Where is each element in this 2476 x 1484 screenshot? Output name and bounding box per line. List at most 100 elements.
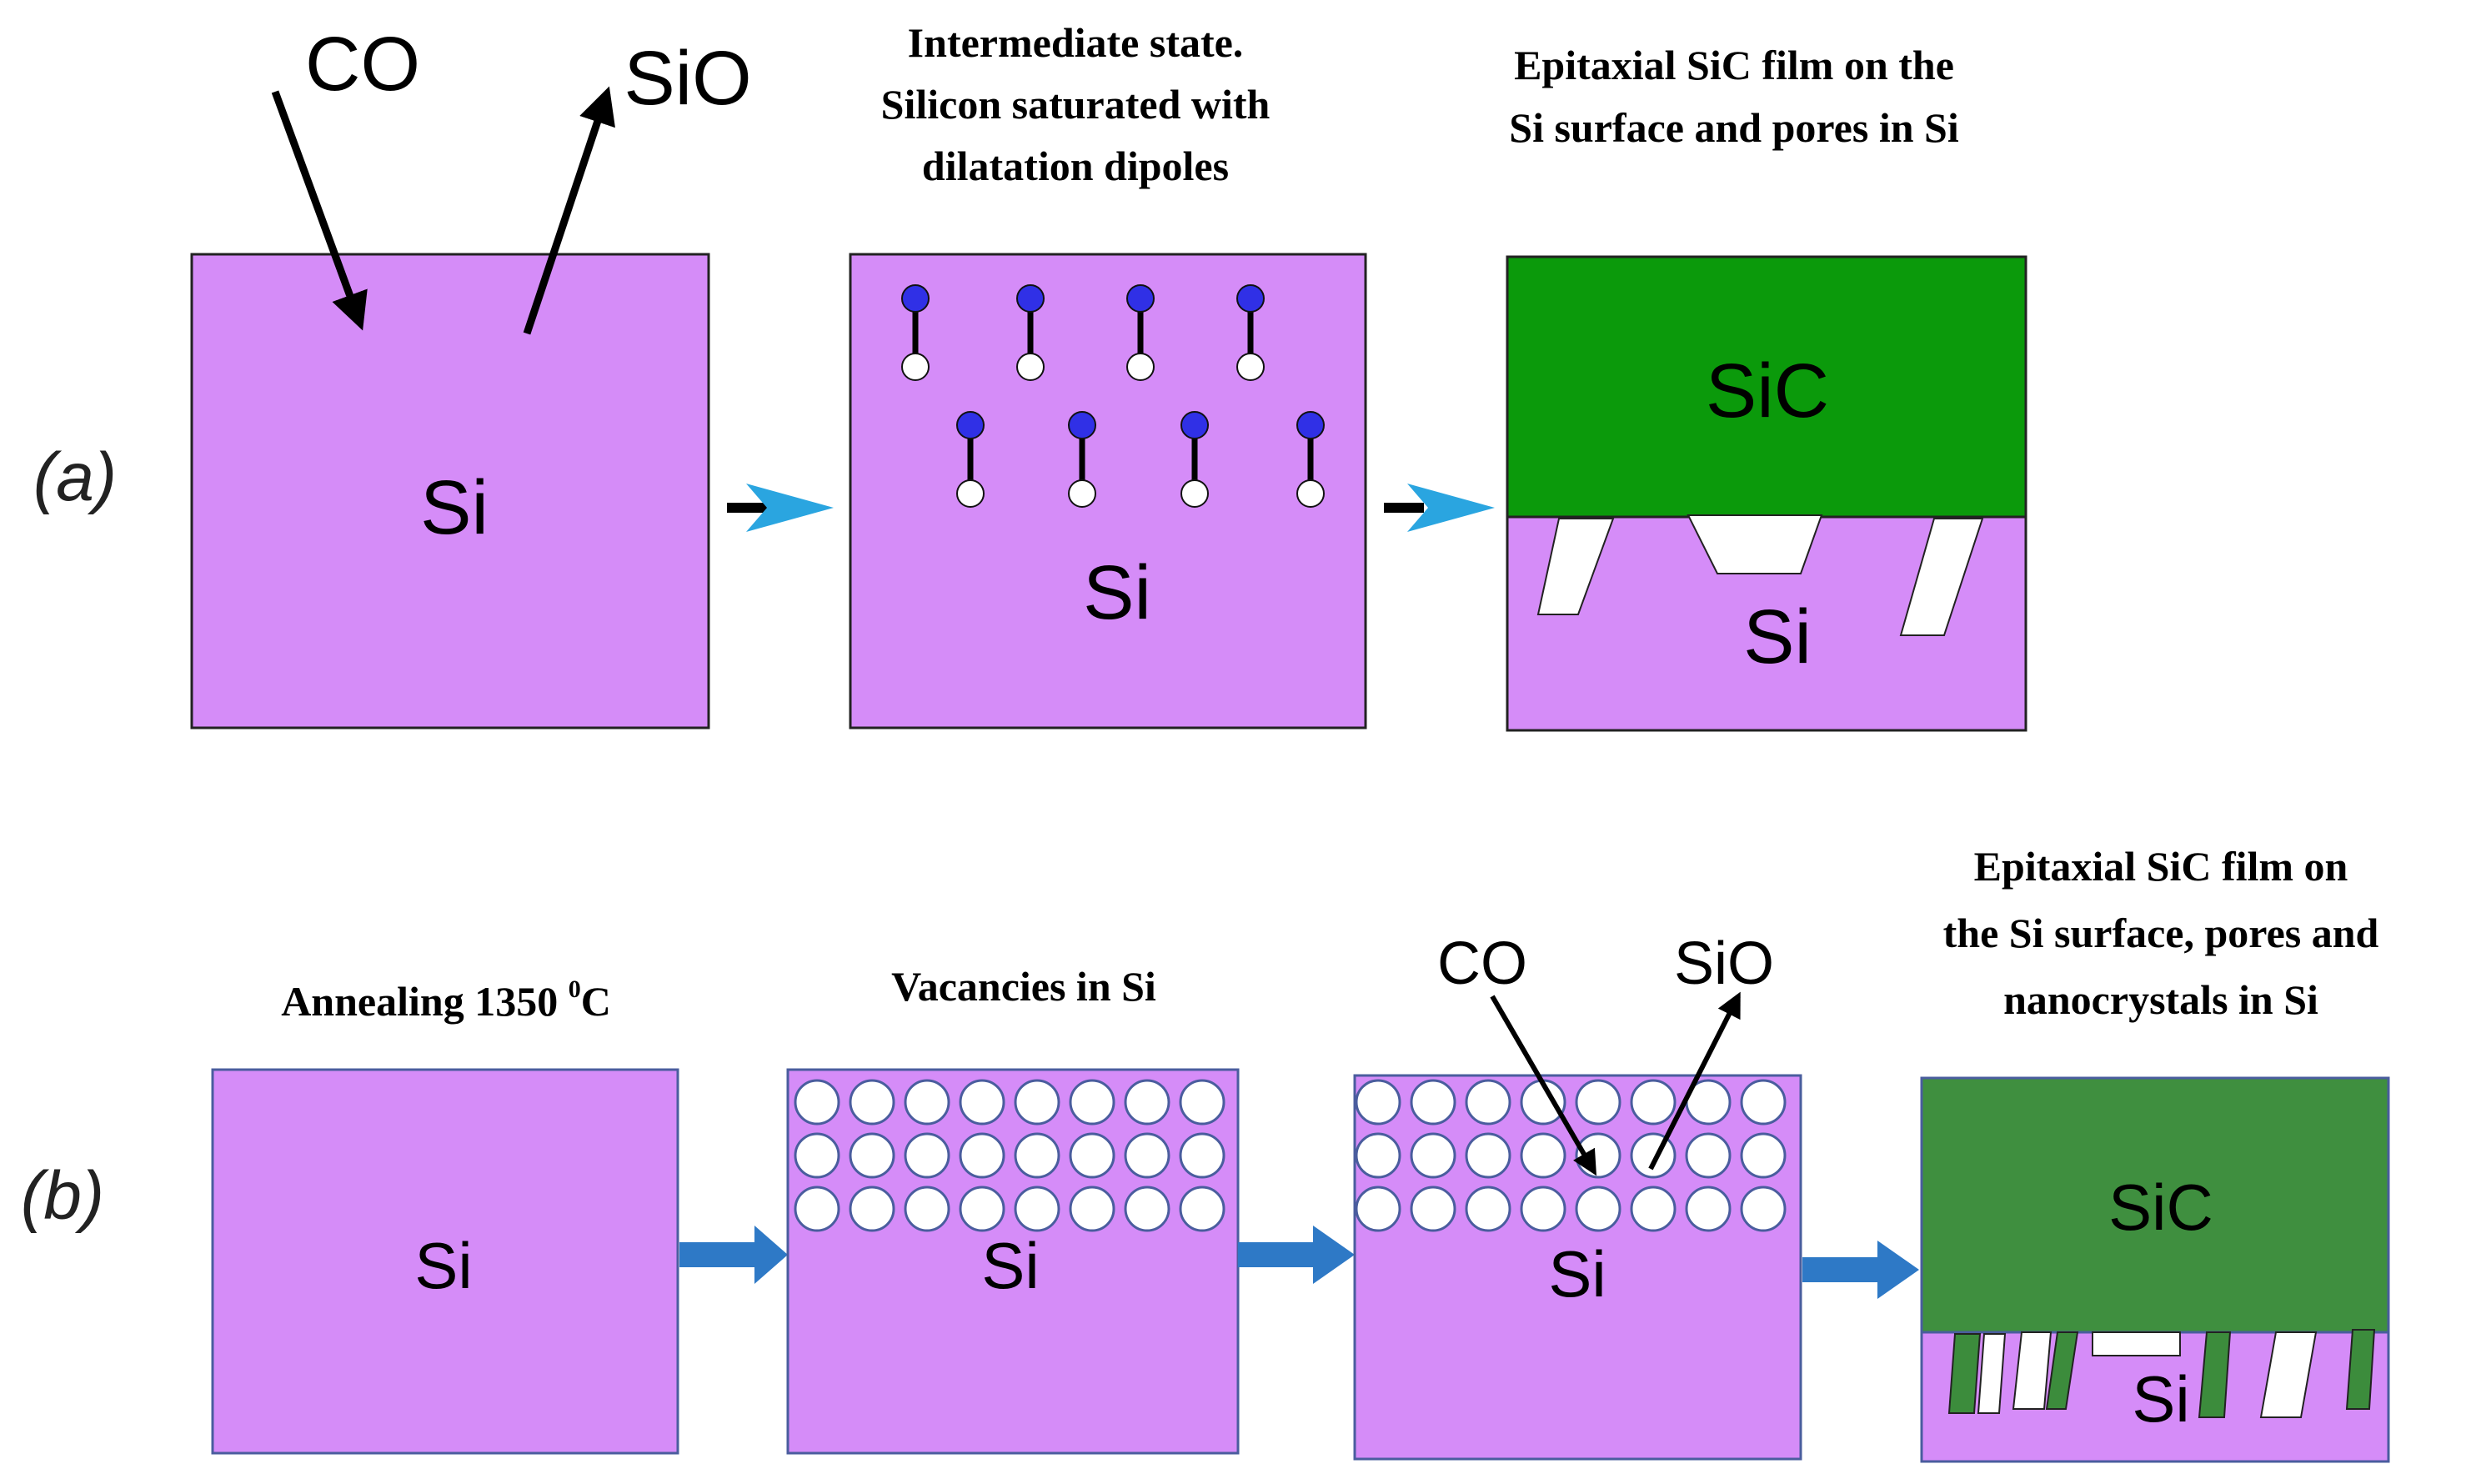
vacancy [904,1186,950,1232]
vacancy [1465,1186,1511,1232]
vacancy [1740,1132,1787,1179]
vacancy [1685,1186,1732,1232]
b-step4-caption-line3: nanocrystals in Si [2003,976,2318,1023]
dipole-vacancy-end [956,479,985,508]
a-step2-si-label: Si [1083,550,1151,635]
b-step1-caption: Annealing 1350 0C [281,975,611,1025]
a-co-in-arrow [271,90,368,331]
b-step4-sic-film [1920,1076,2390,1334]
b-nanocrystal-3 [2198,1331,2232,1418]
dipole-positive-end [1126,284,1155,313]
vacancy [849,1079,895,1126]
vacancy [1520,1132,1566,1179]
b-step2-block: Vacancies in Si Si [786,963,1240,1455]
a-step2-caption-line2: Silicon saturated with [881,81,1271,128]
vacancy [1410,1079,1456,1126]
vacancy [1740,1079,1787,1126]
a-step1-block: Si CO SiO [190,22,752,729]
vacancy [1520,1186,1566,1232]
vacancy [1630,1132,1677,1179]
vacancy [1740,1186,1787,1232]
vacancy [1179,1132,1225,1179]
dipole-vacancy-end [1068,479,1096,508]
vacancy [849,1186,895,1232]
b-step2-si-block [786,1068,1240,1455]
dipole-positive-end [901,284,930,313]
a-co-label: CO [305,22,420,107]
vacancy [849,1132,895,1179]
vacancy [959,1186,1005,1232]
b-sio-out-arrow [1648,991,1741,1171]
vacancy [1014,1186,1060,1232]
dipole-positive-end [1180,411,1209,439]
dipole-vacancy-end [1126,353,1155,381]
a-step3-sic-film [1506,255,2027,519]
dipole-positive-end [956,411,985,439]
vacancy [1465,1132,1511,1179]
vacancy [1575,1186,1621,1232]
dipole-positive-end [1236,284,1265,313]
b-pore-center [2092,1331,2181,1356]
vacancy [959,1132,1005,1179]
b-step3-block: CO SiO Si [1353,930,1802,1461]
b-transition-arrow-3 [1802,1241,1919,1299]
dipole [1068,411,1096,508]
dipole-positive-end [1296,411,1325,439]
vacancy [1410,1186,1456,1232]
vacancy [794,1132,840,1179]
b-step3-vacancies [1355,1079,1787,1232]
vacancy [1355,1132,1401,1179]
b-step1-si-block [211,1068,679,1455]
a-sio-out-arrow [523,86,615,335]
a-step3-sic-label: SiC [1706,348,1829,434]
b-nanocrystal-1 [1947,1333,1982,1414]
a-step1-si-block [190,253,710,729]
a-step2-si-block [849,253,1367,729]
b-pore-1 [1977,1333,2007,1414]
vacancy [959,1079,1005,1126]
vacancy [794,1186,840,1232]
a-pore-center [1687,514,1823,574]
a-sio-label: SiO [624,36,751,121]
dipole [1236,284,1265,381]
vacancy [794,1079,840,1126]
dilatation-dipoles [901,284,1325,508]
a-transition-arrow-1 [727,484,834,532]
b-nanocrystal-2 [2045,1331,2079,1410]
vacancy [1179,1079,1225,1126]
vacancy [1014,1079,1060,1126]
a-step3-caption-line2: Si surface and pores in Si [1509,104,1959,151]
vacancy [1410,1132,1456,1179]
b-pore-3 [2259,1331,2318,1418]
panel-a-label: (a) [33,439,117,515]
vacancy [1069,1186,1115,1232]
vacancy [1179,1186,1225,1232]
b-step2-vacancies [794,1079,1225,1232]
vacancy [1355,1079,1401,1126]
b-step4-caption-line1: Epitaxial SiC film on [1974,843,2348,890]
dipole [901,284,930,381]
a-pore-left [1536,518,1615,615]
b-step2-si-label: Si [981,1229,1039,1302]
vacancy [1124,1079,1170,1126]
dipole [956,411,985,508]
vacancy [1575,1079,1621,1126]
b-transition-arrow-1 [679,1226,788,1284]
vacancy [1630,1079,1677,1126]
b-step1-block: Annealing 1350 0C Si [211,975,679,1455]
a-pore-right [1899,518,1984,636]
vacancy [1069,1079,1115,1126]
a-step1-si-label: Si [420,465,489,550]
b-step4-block: Epitaxial SiC film on the Si surface, po… [1920,843,2390,1463]
dipole [1126,284,1155,381]
vacancy [904,1132,950,1179]
a-transition-arrow-2 [1384,484,1495,532]
vacancy [1014,1132,1060,1179]
a-step3-si-label: Si [1743,594,1812,679]
dipole [1296,411,1325,508]
b-step4-caption-line2: the Si surface, pores and [1943,910,2379,956]
b-step2-caption: Vacancies in Si [891,963,1156,1010]
b-step4-si-label: Si [2132,1362,2189,1436]
vacancy [1069,1132,1115,1179]
